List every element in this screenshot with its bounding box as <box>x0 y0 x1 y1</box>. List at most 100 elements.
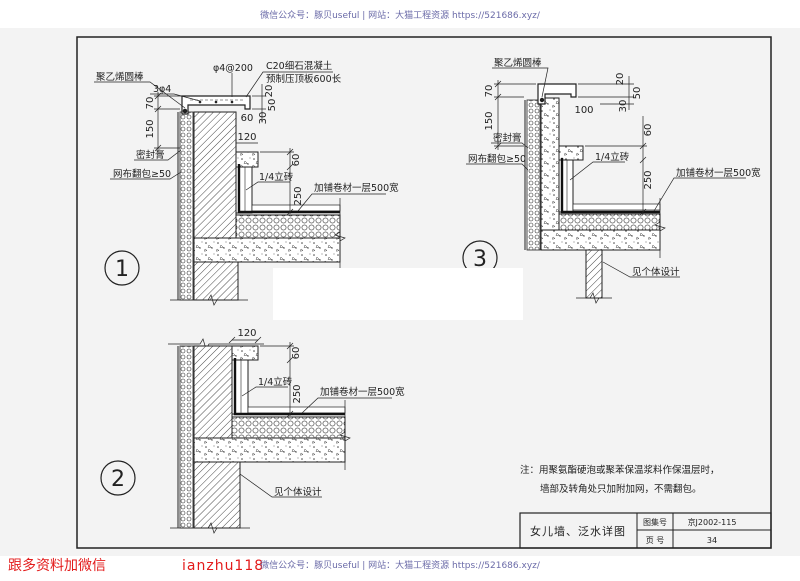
detail-1-dim-coping-top: 20 <box>264 85 275 98</box>
detail-1-lower-wall <box>193 261 239 301</box>
detail-1-circle <box>104 250 140 286</box>
note-line-2: 墙部及转角处只加附加网，不需翻包。 <box>540 483 702 495</box>
title-block-atlas-number: 京J2002-115 <box>688 517 737 527</box>
detail-1-rebar-dot <box>230 100 234 104</box>
detail-1-dim-coping-depth: 70 <box>145 97 156 110</box>
detail-2-break-bottom <box>170 522 250 534</box>
detail-2-dim-upturn-height: 250 <box>292 384 303 403</box>
detail-1-label-membrane: 加铺卷材一层500宽 <box>314 182 399 194</box>
promo-text-right: ianzhu118 <box>182 558 264 574</box>
detail-3-break-bottom <box>576 292 612 304</box>
note-line-1: 注：用聚氨酯硬泡或聚苯保温浆料作保温层时， <box>520 464 720 476</box>
detail-1-labels: φ4@200 C20细石混凝土 预制压顶板600长 聚乙烯圆棒 3φ4 密封膏 … <box>94 60 399 212</box>
detail-2-wall <box>193 345 233 439</box>
detail-3-dim-coping-bottom: 30 <box>618 100 629 113</box>
detail-2-membrane <box>233 358 345 416</box>
promo-text-left: 跟多资料加微信 <box>8 557 106 574</box>
detail-3-parapet-wall <box>540 97 560 231</box>
detail-3-ledge <box>558 145 584 161</box>
detail-1-rebar-dot <box>198 100 202 104</box>
detail-1-parapet-wall <box>193 111 237 239</box>
watermark-bottom: 微信公众号：豚贝useful | 网站：大猫工程资源 https://52168… <box>260 559 541 571</box>
detail-1-membrane <box>237 164 340 214</box>
detail-2-break-top <box>168 338 264 350</box>
detail-1-number: 1 <box>115 257 129 282</box>
redaction-block <box>273 268 523 320</box>
detail-3-rod <box>539 97 545 103</box>
detail-3-membrane <box>560 158 660 214</box>
title-block-atlas-label: 图集号 <box>643 517 667 527</box>
detail-1-label-rebar-long: 3φ4 <box>153 84 171 95</box>
detail-2-label-see-design: 见个体设计 <box>274 486 322 498</box>
detail-3-number: 3 <box>473 247 487 272</box>
detail-3-wall-insulation <box>526 99 541 251</box>
detail-2-wall-insulation <box>179 345 194 529</box>
detail-1-rod <box>182 108 188 114</box>
detail-1-rebar-dot <box>214 100 218 104</box>
detail-1-dim-coping-mid: 50 <box>267 99 278 112</box>
title-block-page-label: 页 号 <box>646 536 665 545</box>
detail-3-label-mesh: 网布翻包≥50 <box>468 153 526 165</box>
detail-1-break-right <box>334 198 346 270</box>
detail-3-dim-ledge-height: 60 <box>643 124 654 137</box>
detail-1-dim-coping-overhang: 60 <box>241 113 254 124</box>
detail-2-break-right <box>339 400 351 470</box>
detail-2: 2 120 60 250 1/4立砖 <box>100 328 405 534</box>
detail-3-label-sealant: 密封膏 <box>493 132 522 144</box>
detail-1-break-bottom <box>170 294 248 306</box>
title-block: 女儿墙、泛水详图 图集号 京J2002-115 页 号 34 <box>519 512 772 549</box>
detail-3-dim-coping-overhang: 100 <box>574 105 593 116</box>
note: 注：用聚氨酯硬泡或聚苯保温浆料作保温层时， 墙部及转角处只加附加网，不需翻包。 <box>520 464 720 495</box>
detail-3-dimensions: 70 150 20 50 30 100 60 250 <box>484 73 654 216</box>
detail-1-dim-ledge-width: 120 <box>237 132 256 143</box>
detail-3-lower-wall <box>585 249 603 299</box>
watermark-top: 微信公众号：豚贝useful | 网站：大猫工程资源 https://52168… <box>260 9 541 21</box>
detail-3-screed <box>572 203 661 211</box>
detail-1-roof-slab <box>193 237 341 263</box>
detail-1-roof-insulation <box>235 214 341 239</box>
detail-1-dim-parapet-above: 150 <box>145 119 156 138</box>
detail-3-labels: 聚乙烯圆棒 密封膏 网布翻包≥50 1/4立砖 加铺卷材一层500宽 见个体设计 <box>466 57 761 278</box>
detail-2-dimensions: 120 60 250 <box>228 328 303 418</box>
detail-2-circle <box>100 460 136 496</box>
detail-2-roof-slab <box>193 437 346 463</box>
sheet-border <box>76 36 772 549</box>
detail-1-dim-coping-bottom: 30 <box>258 112 269 125</box>
detail-2-ledge <box>231 345 259 361</box>
detail-1-dim-upturn-height: 250 <box>293 186 304 205</box>
detail-2-label-membrane: 加铺卷材一层500宽 <box>320 386 405 398</box>
detail-2-screed <box>247 406 346 414</box>
detail-1-label-concrete: C20细石混凝土 <box>266 60 333 72</box>
detail-3-label-rod: 聚乙烯圆棒 <box>494 57 542 69</box>
detail-1-label-sealant: 密封膏 <box>136 149 165 161</box>
detail-2-labels: 1/4立砖 加铺卷材一层500宽 见个体设计 <box>239 376 405 498</box>
detail-3: 3 70 150 20 50 <box>462 57 761 304</box>
detail-3-roof-slab <box>540 229 661 251</box>
detail-3-label-membrane: 加铺卷材一层500宽 <box>676 167 761 179</box>
detail-1-label-rod: 聚乙烯圆棒 <box>96 71 144 83</box>
detail-2-label-brick: 1/4立砖 <box>258 376 293 388</box>
detail-1-label-mesh: 网布翻包≥50 <box>113 168 171 180</box>
detail-3-dim-coping-depth: 70 <box>484 85 495 98</box>
detail-3-roof-insulation <box>558 213 661 231</box>
detail-3-coping <box>537 83 577 105</box>
detail-1-label-brick: 1/4立砖 <box>259 171 294 183</box>
detail-3-dim-coping-top: 20 <box>615 73 626 86</box>
detail-3-label-see-design: 见个体设计 <box>632 266 680 278</box>
detail-3-dim-upturn-height: 250 <box>643 170 654 189</box>
title-block-title: 女儿墙、泛水详图 <box>530 524 626 538</box>
detail-2-dim-ledge-height: 60 <box>291 347 302 360</box>
title-block-page-number: 34 <box>707 536 717 545</box>
detail-3-dim-coping-mid: 50 <box>632 87 643 100</box>
detail-1: 1 70 150 <box>94 60 399 306</box>
detail-3-break-right <box>654 198 666 258</box>
detail-1-label-coping: 预制压顶板600长 <box>266 73 342 85</box>
detail-1-dim-ledge-height: 60 <box>291 154 302 167</box>
detail-3-label-brick: 1/4立砖 <box>595 151 630 163</box>
detail-1-label-rebar-spacing: φ4@200 <box>213 63 253 74</box>
detail-2-dim-ledge-width: 120 <box>237 328 256 339</box>
detail-2-number: 2 <box>111 467 125 492</box>
detail-1-wall-insulation <box>179 111 194 301</box>
detail-2-roof-insulation <box>231 416 346 439</box>
